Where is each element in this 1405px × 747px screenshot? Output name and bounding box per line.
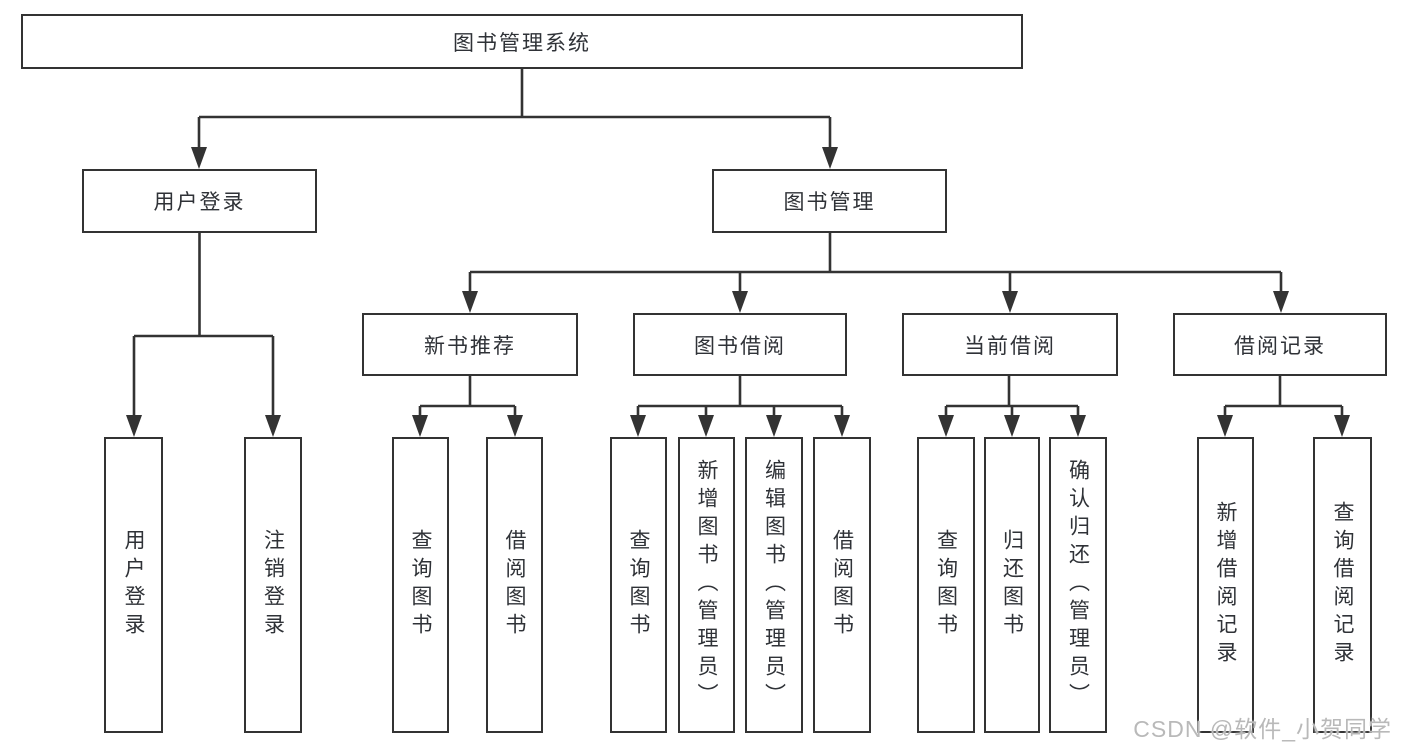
leaf-current-query: 查询图书 (917, 437, 975, 733)
node-book-mgmt-label: 图书管理 (783, 191, 876, 214)
node-book-mgmt: 图书管理 (712, 169, 947, 233)
leaf-logout-label: 注销登录 (261, 529, 285, 641)
node-current-label: 当前借阅 (964, 334, 1056, 358)
leaf-borrowing-add: 新增图书（管理员） (678, 437, 735, 733)
leaf-borrowing-edit: 编辑图书（管理员） (745, 437, 803, 733)
node-new-book-label: 新书推荐 (424, 334, 516, 358)
connector-borrowing-children (630, 376, 850, 437)
connector-root-to-level2 (191, 69, 838, 169)
leaf-new-book-query: 查询图书 (392, 437, 449, 733)
leaf-user-login-label: 用户登录 (122, 529, 145, 641)
node-borrowing-label: 图书借阅 (694, 334, 786, 358)
leaf-borrowing-edit-label: 编辑图书（管理员） (762, 459, 786, 711)
leaf-current-confirm: 确认归还（管理员） (1049, 437, 1107, 733)
leaf-new-book-borrow: 借阅图书 (486, 437, 543, 733)
leaf-current-return: 归还图书 (984, 437, 1040, 733)
node-records-label: 借阅记录 (1234, 334, 1326, 358)
connector-book-mgmt-to-level3 (462, 233, 1289, 313)
leaf-new-book-borrow-label: 借阅图书 (503, 529, 526, 641)
node-user-login: 用户登录 (82, 169, 317, 233)
leaf-user-login: 用户登录 (104, 437, 163, 733)
leaf-records-add-label: 新增借阅记录 (1214, 501, 1237, 669)
leaf-records-add: 新增借阅记录 (1197, 437, 1254, 733)
connector-user-login-children (126, 233, 281, 437)
node-root: 图书管理系统 (21, 14, 1023, 69)
node-records: 借阅记录 (1173, 313, 1387, 376)
leaf-current-confirm-label: 确认归还（管理员） (1066, 459, 1090, 711)
connector-current-children (938, 376, 1086, 437)
connector-records-children (1217, 376, 1350, 437)
node-borrowing: 图书借阅 (633, 313, 847, 376)
node-user-login-label: 用户登录 (153, 191, 246, 214)
leaf-borrowing-query-label: 查询图书 (627, 529, 650, 641)
leaf-borrowing-query: 查询图书 (610, 437, 667, 733)
leaf-logout: 注销登录 (244, 437, 302, 733)
connector-new-book-children (412, 376, 523, 437)
leaf-current-return-label: 归还图书 (1000, 529, 1024, 641)
leaf-records-query-label: 查询借阅记录 (1331, 501, 1354, 669)
node-new-book: 新书推荐 (362, 313, 578, 376)
watermark: CSDN @软件_小贺同学 (1133, 716, 1392, 742)
node-current: 当前借阅 (902, 313, 1118, 376)
leaf-borrowing-borrow: 借阅图书 (813, 437, 871, 733)
leaf-new-book-query-label: 查询图书 (409, 529, 432, 641)
leaf-borrowing-add-label: 新增图书（管理员） (695, 459, 718, 711)
leaf-records-query: 查询借阅记录 (1313, 437, 1372, 733)
node-root-label: 图书管理系统 (453, 31, 591, 55)
leaf-borrowing-borrow-label: 借阅图书 (830, 529, 854, 641)
leaf-current-query-label: 查询图书 (934, 529, 958, 641)
